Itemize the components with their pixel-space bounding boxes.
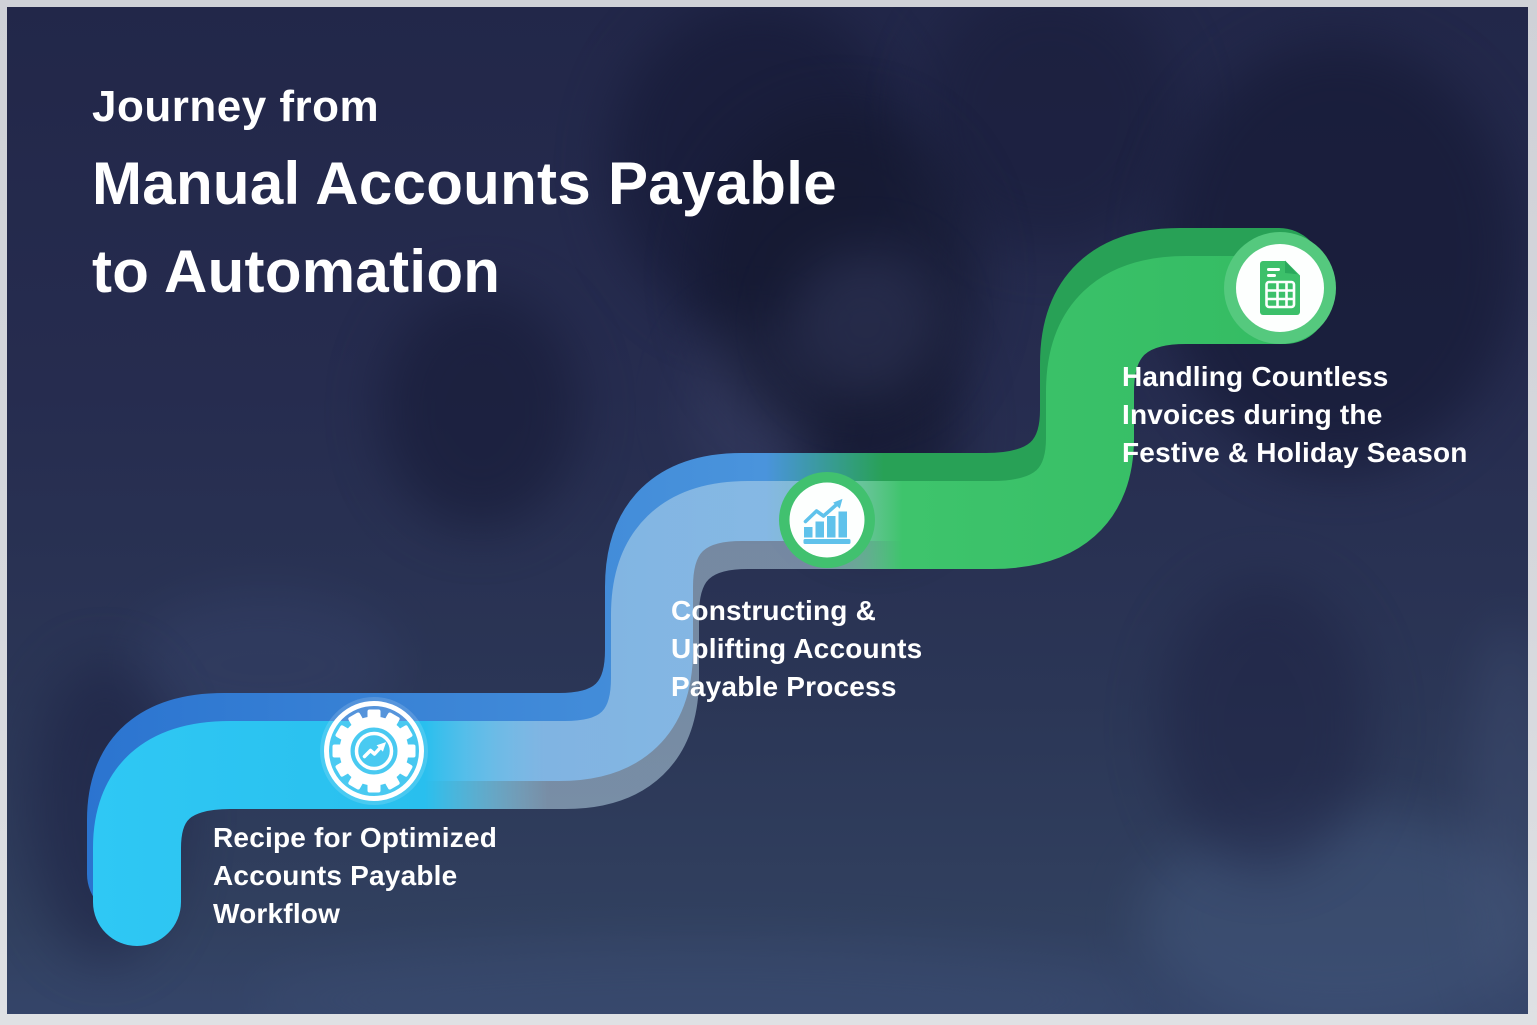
- photo-blob: [790, 250, 940, 400]
- growth-arrow-line: [362, 745, 383, 759]
- document-text-line: [1267, 274, 1276, 277]
- photo-blob: [380, 290, 580, 530]
- page-title-line-1: Manual Accounts Payable: [92, 150, 837, 217]
- office-photo-background: [7, 7, 1528, 1014]
- gear-body-ring: [339, 716, 409, 786]
- gear-growth-icon: [320, 697, 428, 805]
- page-title: Manual Accounts Payable to Automation: [92, 140, 837, 316]
- journey-path-front-ribbon: [93, 256, 1329, 946]
- chart-bars: [803, 498, 851, 544]
- bar-chart-growth-icon: [779, 472, 875, 568]
- milestone-3-label: Handling Countless Invoices during the F…: [1122, 361, 1468, 468]
- milestone-2-label: Constructing & Uplifting Accounts Payabl…: [671, 595, 923, 702]
- invoice-document-icon: [1224, 232, 1336, 344]
- icon-halo: [320, 697, 428, 805]
- chart-arrow-line: [803, 503, 838, 524]
- photo-blob: [1470, 620, 1528, 1014]
- invoice-table-grid: [1265, 280, 1296, 309]
- milestone-1-label: Recipe for Optimized Accounts Payable Wo…: [213, 822, 498, 929]
- document-text-line: [1267, 268, 1280, 271]
- photo-blob: [1160, 580, 1370, 870]
- icon-outer-ring: [324, 701, 424, 801]
- gear-inner-ring: [354, 731, 394, 771]
- journey-path-art: [87, 228, 1336, 946]
- document-corner-cut: [1285, 260, 1301, 276]
- page-title-line-2: to Automation: [92, 238, 501, 305]
- infographic-canvas: Journey from Manual Accounts Payable to …: [7, 7, 1528, 1014]
- title-kicker: Journey from: [92, 82, 380, 131]
